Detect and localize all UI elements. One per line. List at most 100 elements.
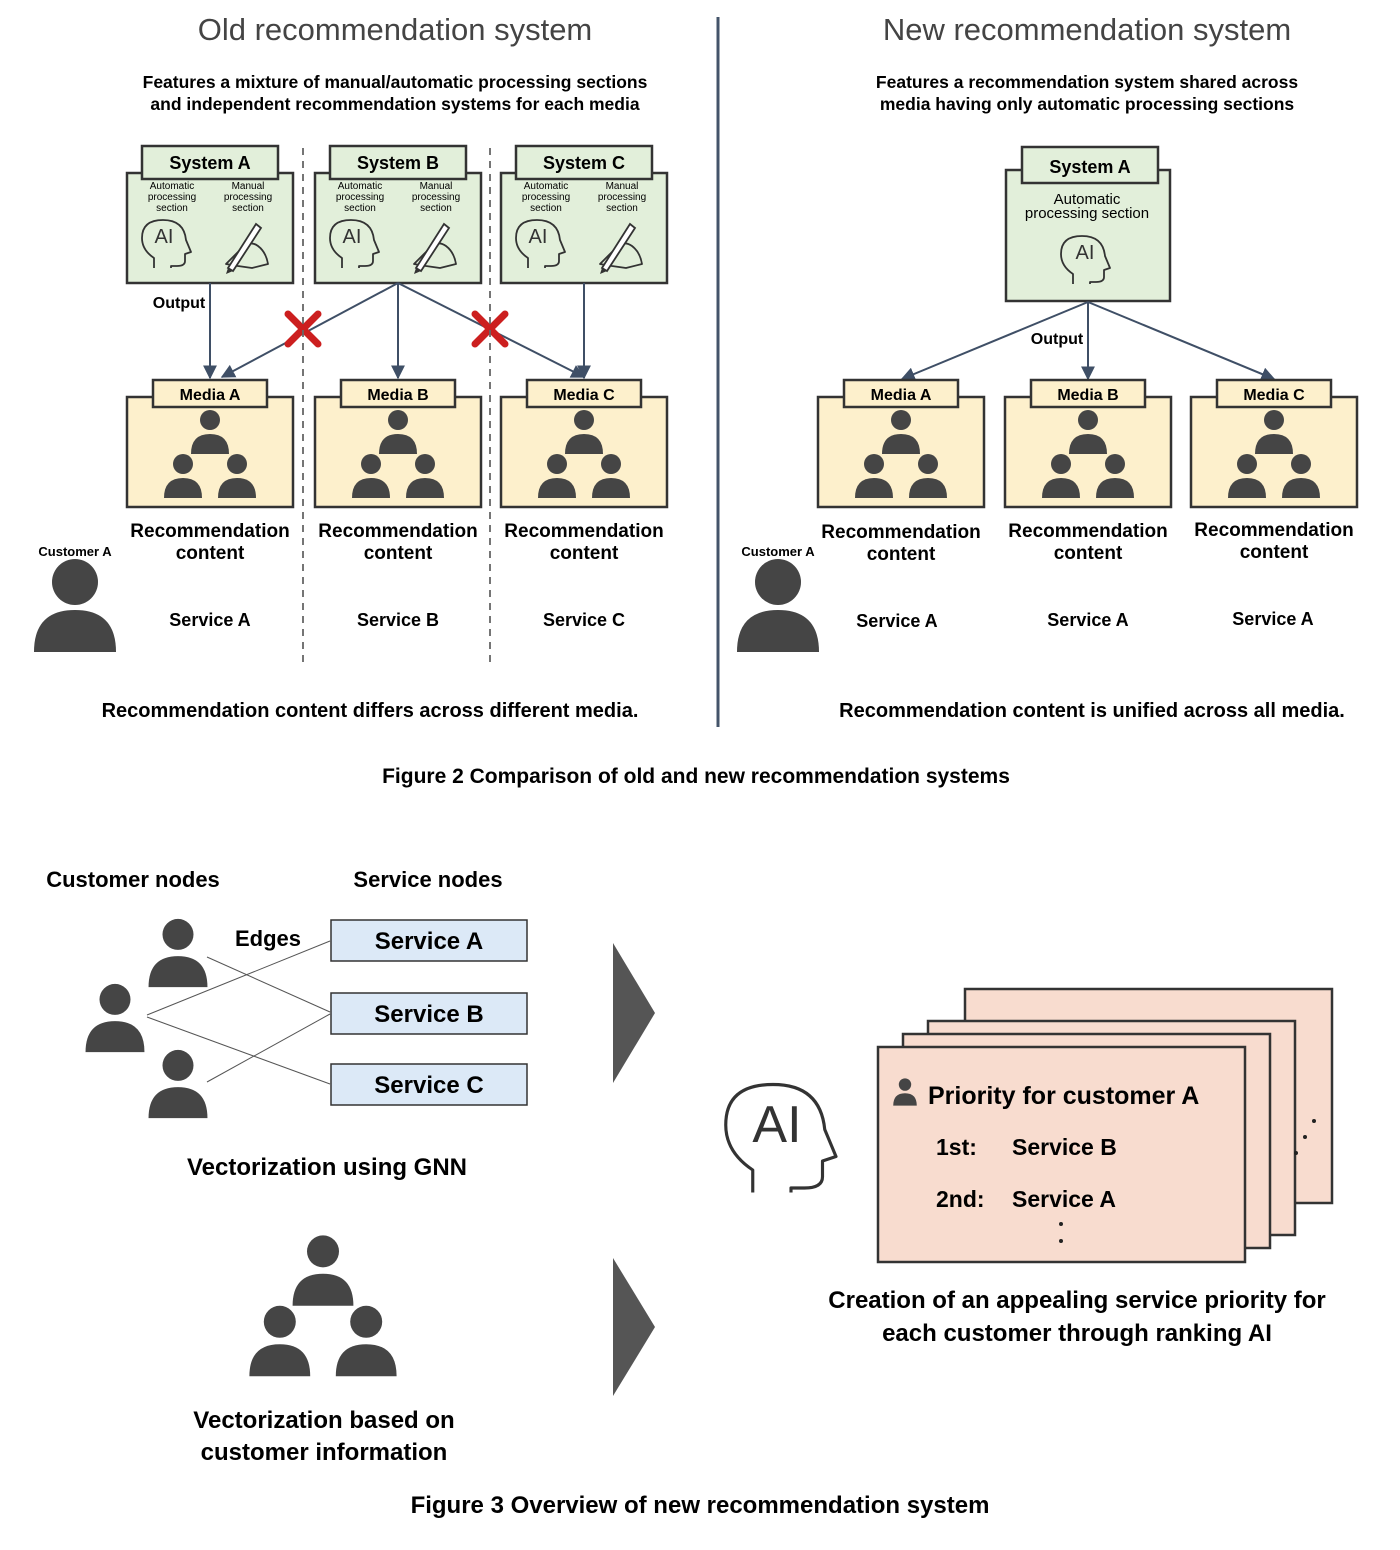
rank-service: Service B: [1012, 1134, 1117, 1160]
manual-section-label: section: [606, 203, 638, 214]
new-output-label: Output: [1031, 331, 1084, 348]
play-triangle-icon: [613, 1258, 655, 1396]
old-arrows: [203, 282, 591, 380]
arrow-to-media-a: [900, 301, 1089, 381]
info-caption-line1: Vectorization based on: [193, 1407, 454, 1434]
system-tab: [140, 144, 280, 181]
arrow-to-media-c: [1087, 301, 1276, 381]
edge: [146, 1016, 331, 1085]
media-label: Media A: [180, 387, 241, 404]
auto-section-label: section: [344, 203, 376, 214]
new-footer: Recommendation content is unified across…: [839, 700, 1345, 722]
new-service-label: Service A: [856, 611, 937, 631]
content-line2: content: [1240, 542, 1309, 563]
person-icon: [85, 983, 145, 1053]
customer-nodes-heading: Customer nodes: [46, 867, 220, 892]
person-icon: [34, 559, 116, 652]
service-node-box: [330, 992, 528, 1035]
people-group-icon: [249, 1235, 396, 1376]
new-subtitle-line2: media having only automatic processing s…: [880, 94, 1295, 114]
rank-position: 1st:: [936, 1134, 977, 1160]
play-triangle-icon: [613, 943, 655, 1083]
gnn-caption: Vectorization using GNN: [187, 1154, 467, 1181]
edge: [206, 1013, 331, 1083]
new-ai-text: AI: [1076, 242, 1095, 264]
new-system-tab: [1020, 145, 1160, 185]
figure3: Customer nodes Service nodes Edges Servi…: [46, 867, 1334, 1519]
new-subtitle-line1: Features a recommendation system shared …: [876, 72, 1298, 92]
service-node: Service A: [330, 919, 528, 962]
new-system-box: [1004, 168, 1172, 303]
manual-section-label: processing: [224, 192, 272, 203]
rank-position: 2nd:: [936, 1186, 985, 1212]
system-tab: [514, 144, 654, 181]
manual-section-label: Manual: [232, 181, 265, 192]
media-label: Media C: [1243, 387, 1305, 404]
old-system-panel: Old recommendation system Features a mix…: [34, 12, 669, 722]
person-icon: [148, 1049, 208, 1119]
system-label: System A: [169, 153, 250, 173]
new-service-label: Service A: [1047, 610, 1128, 630]
new-auto-line2: processing section: [1025, 205, 1149, 222]
auto-section-label: processing: [148, 192, 196, 203]
edge: [146, 940, 331, 1016]
service-node: Service C: [330, 1063, 528, 1106]
old-service-label: Service A: [169, 610, 250, 630]
content-line2: content: [867, 544, 936, 565]
content-line1: Recommendation: [504, 521, 663, 542]
rank-service: Service A: [1012, 1186, 1116, 1212]
info-caption-line2: customer information: [201, 1439, 448, 1466]
media-tab: [842, 378, 960, 409]
manual-section-label: section: [232, 203, 264, 214]
content-line1: Recommendation: [821, 522, 980, 543]
auto-section-label: Automatic: [150, 181, 194, 192]
new-arrows: [900, 301, 1276, 381]
priority-title: Priority for customer A: [928, 1082, 1199, 1110]
service-node-box: [330, 919, 528, 962]
manual-section-label: processing: [598, 192, 646, 203]
figure3-caption: Figure 3 Overview of new recommendation …: [411, 1492, 990, 1519]
auto-section-label: processing: [336, 192, 384, 203]
new-service-label: Service A: [1232, 609, 1313, 629]
old-title: Old recommendation system: [198, 12, 593, 47]
rank-list: 1st: Service B 2nd: Service A: [936, 1134, 1117, 1212]
old-footer: Recommendation content differs across di…: [102, 700, 639, 722]
ai-text: AI: [343, 226, 362, 248]
arrow-system-b-media-a: [220, 282, 399, 378]
person-icon: [148, 918, 208, 988]
new-auto-line1: Automatic: [1054, 191, 1121, 208]
new-system-label: System A: [1049, 157, 1130, 177]
ai-text: AI: [529, 226, 548, 248]
edge: [206, 956, 331, 1013]
result-caption-line1: Creation of an appealing service priorit…: [828, 1287, 1325, 1314]
media-tab: [1215, 378, 1333, 409]
service-node-box: [330, 1063, 528, 1106]
new-services: Service A Service A Service A: [856, 609, 1313, 631]
system-label: System C: [543, 153, 625, 173]
content-line1: Recommendation: [1008, 521, 1167, 542]
media-label: Media C: [553, 387, 615, 404]
old-output-label: Output: [153, 295, 206, 312]
media-tab: [1029, 378, 1147, 409]
service-node-label: Service B: [374, 1001, 483, 1028]
old-service-label: Service B: [357, 610, 439, 630]
content-line2: content: [176, 543, 245, 564]
ai-head-icon: [724, 1082, 838, 1193]
service-node-list: Service A Service B Service C: [330, 919, 528, 1106]
service-node-label: Service C: [374, 1072, 483, 1099]
media-label: Media B: [1057, 387, 1118, 404]
figure2-caption: Figure 2 Comparison of old and new recom…: [382, 765, 1010, 788]
graph-edges: [146, 940, 331, 1085]
old-subtitle-line1: Features a mixture of manual/automatic p…: [143, 72, 648, 92]
